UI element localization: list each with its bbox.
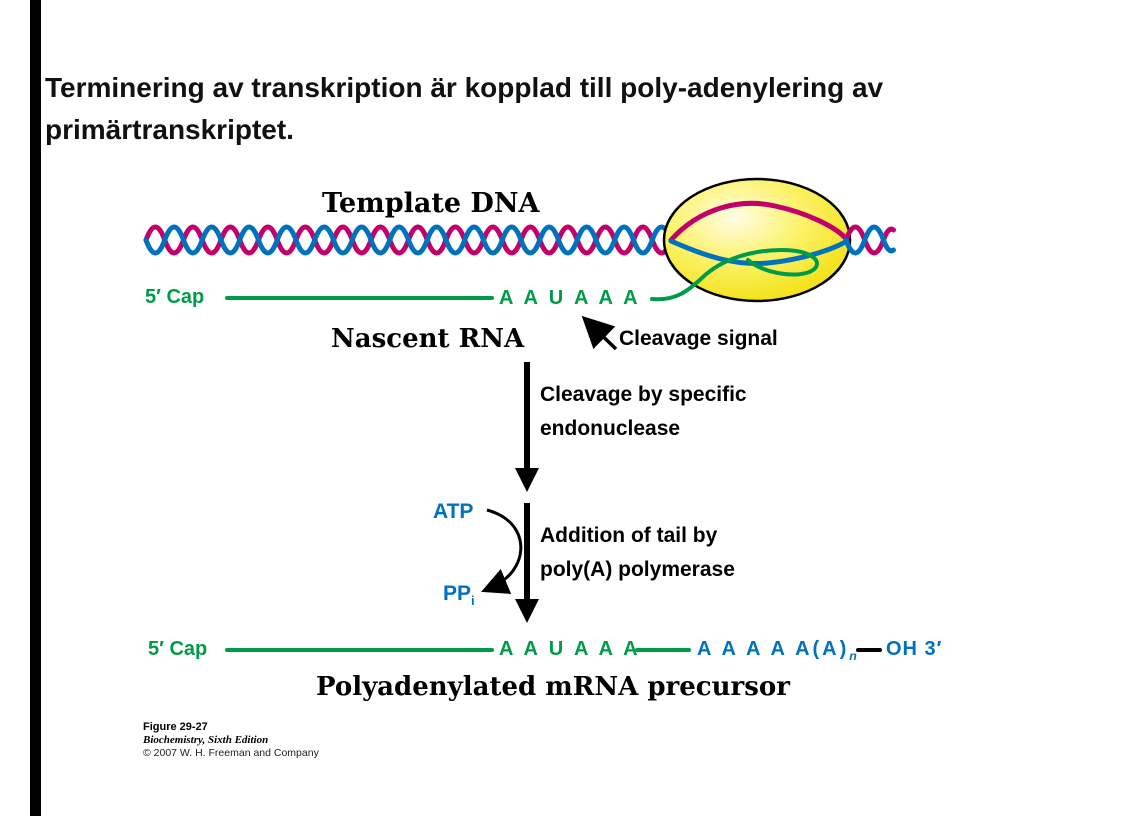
caption-book-title: Biochemistry, Sixth Edition	[143, 734, 269, 746]
addition-step-line2: poly(A) polymerase	[540, 558, 735, 581]
ppi-label: PPi	[443, 582, 475, 608]
dna-helix-right	[843, 224, 896, 256]
atp-label: ATP	[433, 500, 474, 523]
dna-helix-left	[143, 224, 674, 256]
aauaaa-top-sequence: A A U A A A	[499, 287, 641, 309]
oh-three-prime-label: OH 3′	[886, 638, 943, 660]
polyadenylation-arrow	[515, 503, 539, 623]
five-prime-cap-bottom-label: 5′ Cap	[148, 638, 208, 660]
polya-tail-base: A A A A A(A)	[697, 638, 850, 660]
cleavage-signal-pointer-arrow	[581, 315, 618, 351]
transcription-bubble-strands	[650, 200, 850, 302]
slide-title-line2: primärtranskriptet.	[45, 114, 294, 145]
left-edge-bar	[30, 0, 41, 816]
rna-polymerase	[662, 177, 852, 303]
polya-tail-subscript: n	[849, 649, 860, 663]
template-dna-label: Template DNA	[322, 188, 540, 219]
slide-title-line1: Terminering av transkription är kopplad …	[45, 72, 884, 103]
nascent-rna-label: Nascent RNA	[331, 324, 525, 354]
figure-caption: Figure 29-27 Biochemistry, Sixth Edition…	[143, 721, 319, 760]
caption-figure-number: Figure 29-27	[143, 721, 208, 733]
polya-tail-sequence: A A A A A(A)n	[697, 638, 860, 663]
nascent-rna-curve	[650, 247, 819, 302]
aauaaa-bottom-sequence: A A U A A A	[499, 638, 641, 660]
ppi-subscript: i	[471, 593, 475, 609]
cleavage-signal-label: Cleavage signal	[619, 327, 778, 350]
five-prime-cap-top-label: 5′ Cap	[145, 286, 205, 308]
product-label: Polyadenylated mRNA precursor	[316, 672, 790, 702]
addition-step-line1: Addition of tail by	[540, 524, 718, 547]
caption-copyright: © 2007 W. H. Freeman and Company	[143, 747, 319, 759]
atp-to-ppi-arrow	[481, 508, 523, 594]
ppi-base: PP	[443, 582, 472, 605]
cleavage-step-line1: Cleavage by specific	[540, 383, 747, 406]
cleavage-step-line2: endonuclease	[540, 417, 681, 440]
cleavage-arrow	[515, 362, 539, 492]
